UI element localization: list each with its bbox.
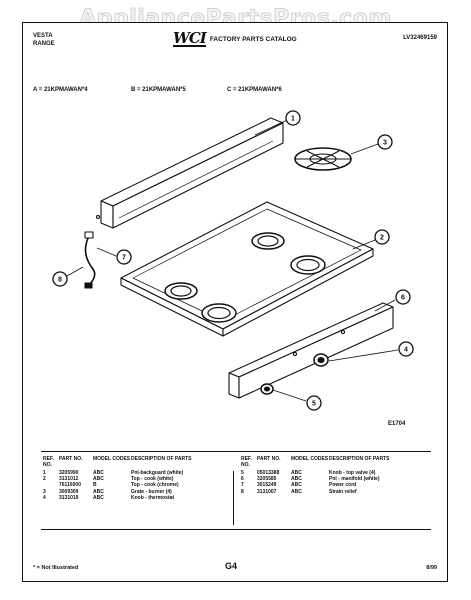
- revision-date: 8/99: [426, 565, 437, 571]
- row-model: ABC: [93, 494, 104, 501]
- row-model: ABC: [291, 470, 302, 476]
- row-model: B: [93, 482, 97, 489]
- parts-catalog-sheet: VESTA RANGE WCI FACTORY PARTS CATALOG LV…: [22, 22, 448, 582]
- row-part: 3205990: [59, 470, 79, 476]
- catalog-title: FACTORY PARTS CATALOG: [209, 35, 297, 43]
- row-desc: Pnl - manifold (white): [329, 476, 380, 483]
- row-part: 76116000: [59, 482, 81, 489]
- row-part: 3131007: [257, 488, 277, 495]
- callout-circle-5: [306, 395, 322, 411]
- row-model: ABC: [291, 476, 302, 483]
- table-row: 8 3131007 ABC Strain relief: [241, 489, 429, 495]
- thermostat-knob-part: [313, 353, 329, 367]
- header-part: PART NO.: [257, 456, 281, 462]
- row-ref: 7: [241, 482, 244, 489]
- callout-label-2: 2: [380, 235, 384, 242]
- row-ref: 1: [43, 470, 46, 476]
- callout-label-7: 7: [122, 255, 126, 262]
- leader-lines: [66, 120, 399, 402]
- row-part: 3015249: [257, 482, 277, 489]
- model-code-b: B = 21KPMAWAN*5: [131, 87, 186, 93]
- row-desc: Top - cook (chrome): [131, 482, 179, 489]
- header-desc: DESCRIPTION OF PARTS: [131, 456, 192, 462]
- table-header-row: REF. NO. PART NO. MODEL CODES DESCRIPTIO…: [43, 456, 249, 470]
- row-desc: Power cord: [329, 482, 357, 489]
- top-valve-knob-part: [260, 383, 274, 395]
- table-top-rule: [41, 451, 431, 452]
- callout-label-1: 1: [291, 116, 295, 123]
- row-ref: 5: [241, 470, 244, 476]
- row-ref: 3: [43, 488, 46, 495]
- row-desc: Strain relief: [329, 488, 357, 495]
- table-row: 76116000 B Top - cook (chrome): [43, 482, 249, 488]
- row-ref: 2: [43, 476, 46, 483]
- row-part: 3131012: [59, 476, 79, 483]
- catalog-brand: WCI FACTORY PARTS CATALOG: [173, 31, 297, 47]
- row-model: ABC: [93, 470, 104, 476]
- header-ref: REF. NO.: [241, 456, 252, 469]
- callout-label-3: 3: [383, 140, 387, 147]
- row-model: ABC: [93, 488, 104, 495]
- row-part: 3131019: [59, 494, 79, 501]
- header-ref: REF. NO.: [43, 456, 54, 469]
- figure-id: E1704: [388, 421, 406, 427]
- callout-circle-7: [116, 249, 132, 265]
- product-name: RANGE: [33, 41, 55, 47]
- document-number: LV32469159: [403, 35, 437, 41]
- table-row: 4 3131019 ABC Knob - thermostat: [43, 495, 249, 501]
- callout-circle-1: [285, 110, 301, 126]
- table-row: 6 3205585 ABC Pnl - manifold (white): [241, 476, 429, 482]
- model-code-c: C = 21KPMAWAN*6: [227, 87, 282, 93]
- row-desc: Top - cook (white): [131, 476, 174, 483]
- callout-circle-8: [52, 271, 68, 287]
- table-column-divider: [233, 471, 234, 525]
- brand-name: VESTA: [33, 33, 53, 39]
- table-row: 5 05013388 ABC Knob - top valve (4): [241, 470, 429, 476]
- table-bottom-rule: [41, 529, 431, 530]
- callout-label-8: 8: [58, 277, 62, 284]
- callout-label-4: 4: [404, 347, 408, 354]
- header-part: PART NO.: [59, 456, 83, 462]
- parts-table-left: REF. NO. PART NO. MODEL CODES DESCRIPTIO…: [43, 456, 249, 501]
- header-model: MODEL CODES: [93, 456, 131, 462]
- screw-icon: [95, 214, 101, 220]
- row-model: ABC: [93, 476, 104, 483]
- row-desc: Knob - thermostat: [131, 494, 175, 501]
- row-part: 05013388: [257, 470, 280, 476]
- row-ref: 8: [241, 488, 244, 495]
- row-model: ABC: [291, 482, 302, 489]
- row-desc: Grate - burner (4): [131, 488, 172, 495]
- table-header-row: REF. NO. PART NO. MODEL CODES DESCRIPTIO…: [241, 456, 429, 470]
- row-model: ABC: [291, 488, 302, 495]
- table-row: 1 3205990 ABC Pnl-backguard (white): [43, 470, 249, 476]
- page-number: G4: [225, 561, 238, 571]
- callout-label-5: 5: [312, 401, 316, 408]
- backguard-panel-part: [100, 117, 284, 229]
- burner-grate-part: [294, 147, 352, 171]
- power-cord-part: [84, 231, 96, 289]
- table-row: 2 3131012 ABC Top - cook (white): [43, 476, 249, 482]
- row-ref: 4: [43, 494, 46, 501]
- callout-label-6: 6: [401, 295, 405, 302]
- row-part: 3009309: [59, 488, 79, 495]
- callout-circle-4: [398, 341, 414, 357]
- table-row: 3 3009309 ABC Grate - burner (4): [43, 489, 249, 495]
- table-row: 7 3015249 ABC Power cord: [241, 482, 429, 488]
- manifold-panel-part: [228, 302, 394, 399]
- callout-circle-3: [377, 134, 393, 150]
- row-ref: 6: [241, 476, 244, 483]
- exploded-parts-diagram: 1 2 3 4 5 6 7 8: [52, 110, 414, 411]
- row-desc: Pnl-backguard (white): [131, 470, 184, 476]
- model-code-a: A = 21KPMAWAN*4: [33, 87, 88, 93]
- not-illustrated-note: * = Not Illustrated: [33, 565, 79, 571]
- callout-circle-2: [374, 229, 390, 245]
- callout-circle-6: [395, 289, 411, 305]
- row-desc: Knob - top valve (4): [329, 470, 376, 476]
- header-desc: DESCRIPTION OF PARTS: [329, 456, 390, 462]
- parts-table-right: REF. NO. PART NO. MODEL CODES DESCRIPTIO…: [241, 456, 429, 495]
- wci-logo: WCI: [173, 29, 207, 47]
- cooktop-part: [120, 201, 374, 337]
- row-part: 3205585: [257, 476, 277, 483]
- header-model: MODEL CODES: [291, 456, 329, 462]
